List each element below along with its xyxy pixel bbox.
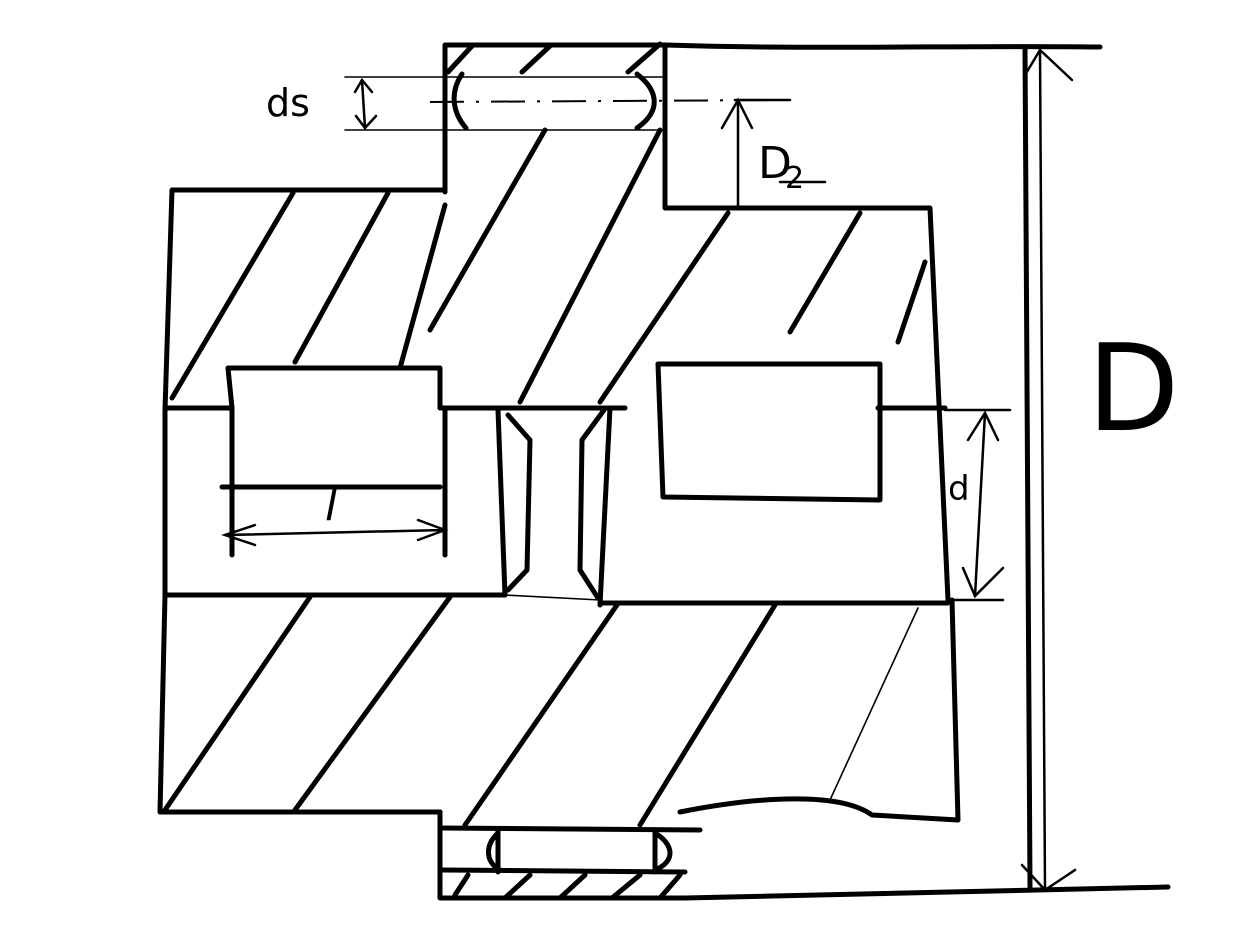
d2-label: D xyxy=(758,138,792,189)
lower-pin xyxy=(437,825,703,875)
d-label: d xyxy=(948,469,970,509)
centre-insert xyxy=(495,405,613,608)
section-hatching xyxy=(162,41,928,901)
right-key xyxy=(655,361,883,503)
d2-subscript: 2 xyxy=(785,161,804,196)
D-label: D xyxy=(1087,320,1179,459)
bore-cavity xyxy=(162,405,951,606)
ds-label: ds xyxy=(266,81,310,125)
dimension-D: D xyxy=(1020,48,1179,892)
dimension-d2: D 2 xyxy=(720,97,827,207)
l-label: l xyxy=(325,480,338,531)
dimension-ds: ds xyxy=(266,77,378,130)
part-outline xyxy=(157,42,1171,901)
dimension-l: l xyxy=(221,480,449,547)
upper-pin xyxy=(344,71,791,131)
dimension-d: d xyxy=(943,408,1012,602)
